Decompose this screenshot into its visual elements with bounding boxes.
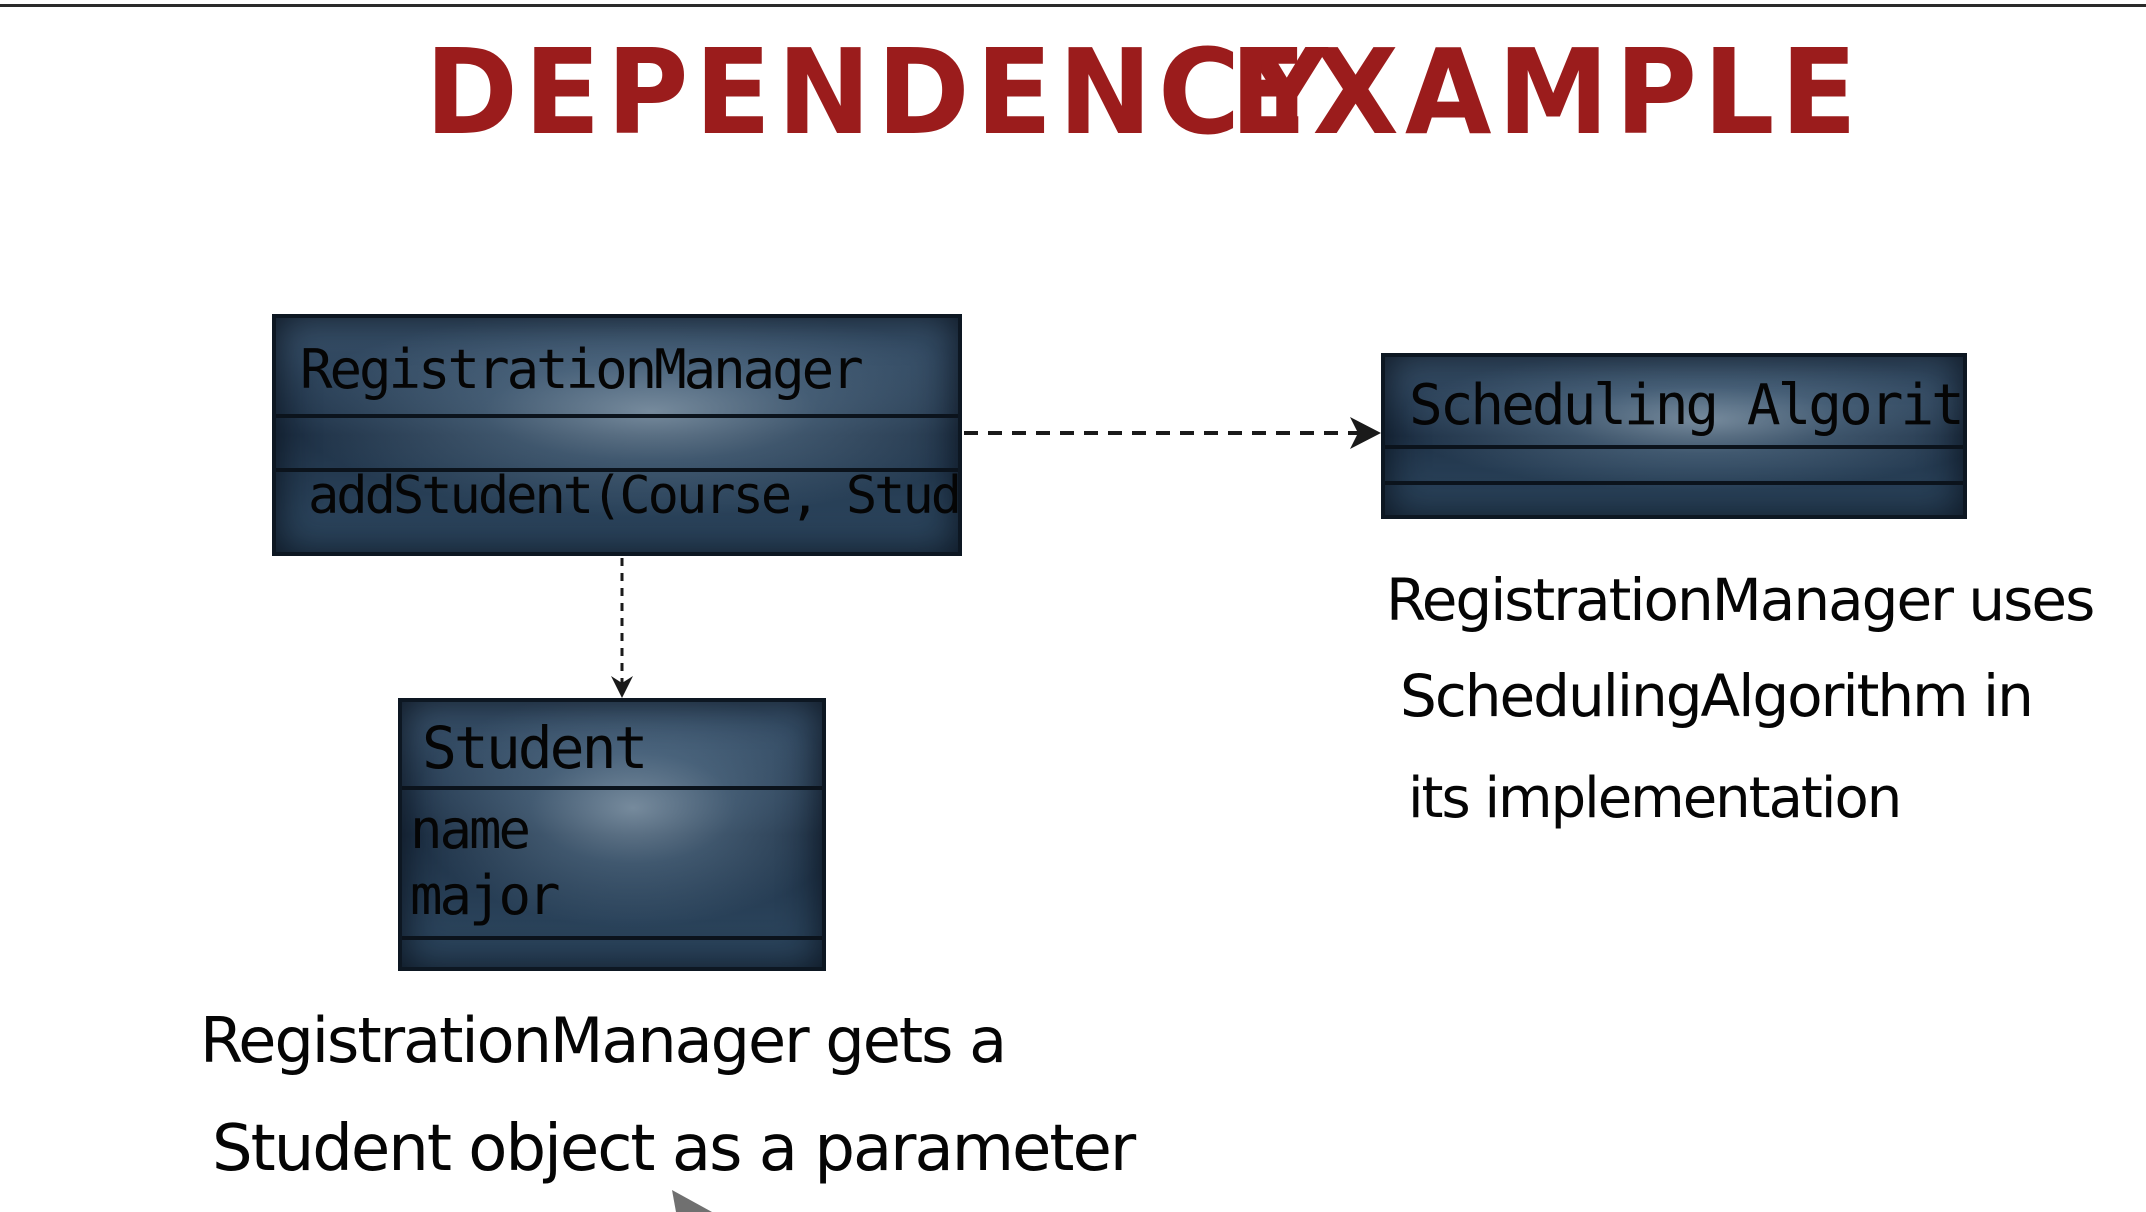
class-name-compartment: [276, 318, 958, 418]
top-border-line: [0, 4, 2146, 7]
note-right-line-1: RegistrationManager uses: [1386, 566, 2095, 634]
class-scheduling-algorithm: Scheduling Algorithm: [1381, 353, 1967, 519]
note-bottom-line-2: Student object as a parameter: [212, 1112, 1136, 1186]
attribute-name: name: [410, 798, 531, 861]
pen-cursor: [672, 1190, 712, 1212]
arrowhead-right: [1350, 417, 1381, 449]
note-right-line-3: its implementation: [1408, 766, 1902, 831]
class-name-student: Student: [422, 714, 648, 782]
operation-add-student: addStudent(Course, Student): [308, 466, 960, 526]
class-registration-manager: RegistrationManager addStudent(Course, S…: [272, 314, 962, 556]
note-bottom-line-1: RegistrationManager gets a: [200, 1004, 1007, 1077]
class-name-registration-manager: RegistrationManager: [300, 338, 864, 401]
title-dependency: DEPENDENCY: [425, 24, 1334, 162]
class-name-compartment: [1385, 357, 1963, 449]
class-student: Student name major: [398, 698, 826, 971]
class-name-compartment: [402, 702, 822, 790]
attribute-compartment: [402, 790, 822, 940]
note-right-line-2: SchedulingAlgorithm in: [1400, 662, 2034, 730]
arrowhead-down: [611, 676, 633, 698]
title-example: EXAMPLE: [1230, 24, 1863, 162]
class-name-scheduling-algorithm: Scheduling Algorithm: [1409, 373, 1967, 438]
attribute-major: major: [410, 864, 561, 927]
attribute-compartment: [276, 418, 958, 472]
attribute-compartment: [1385, 449, 1963, 485]
